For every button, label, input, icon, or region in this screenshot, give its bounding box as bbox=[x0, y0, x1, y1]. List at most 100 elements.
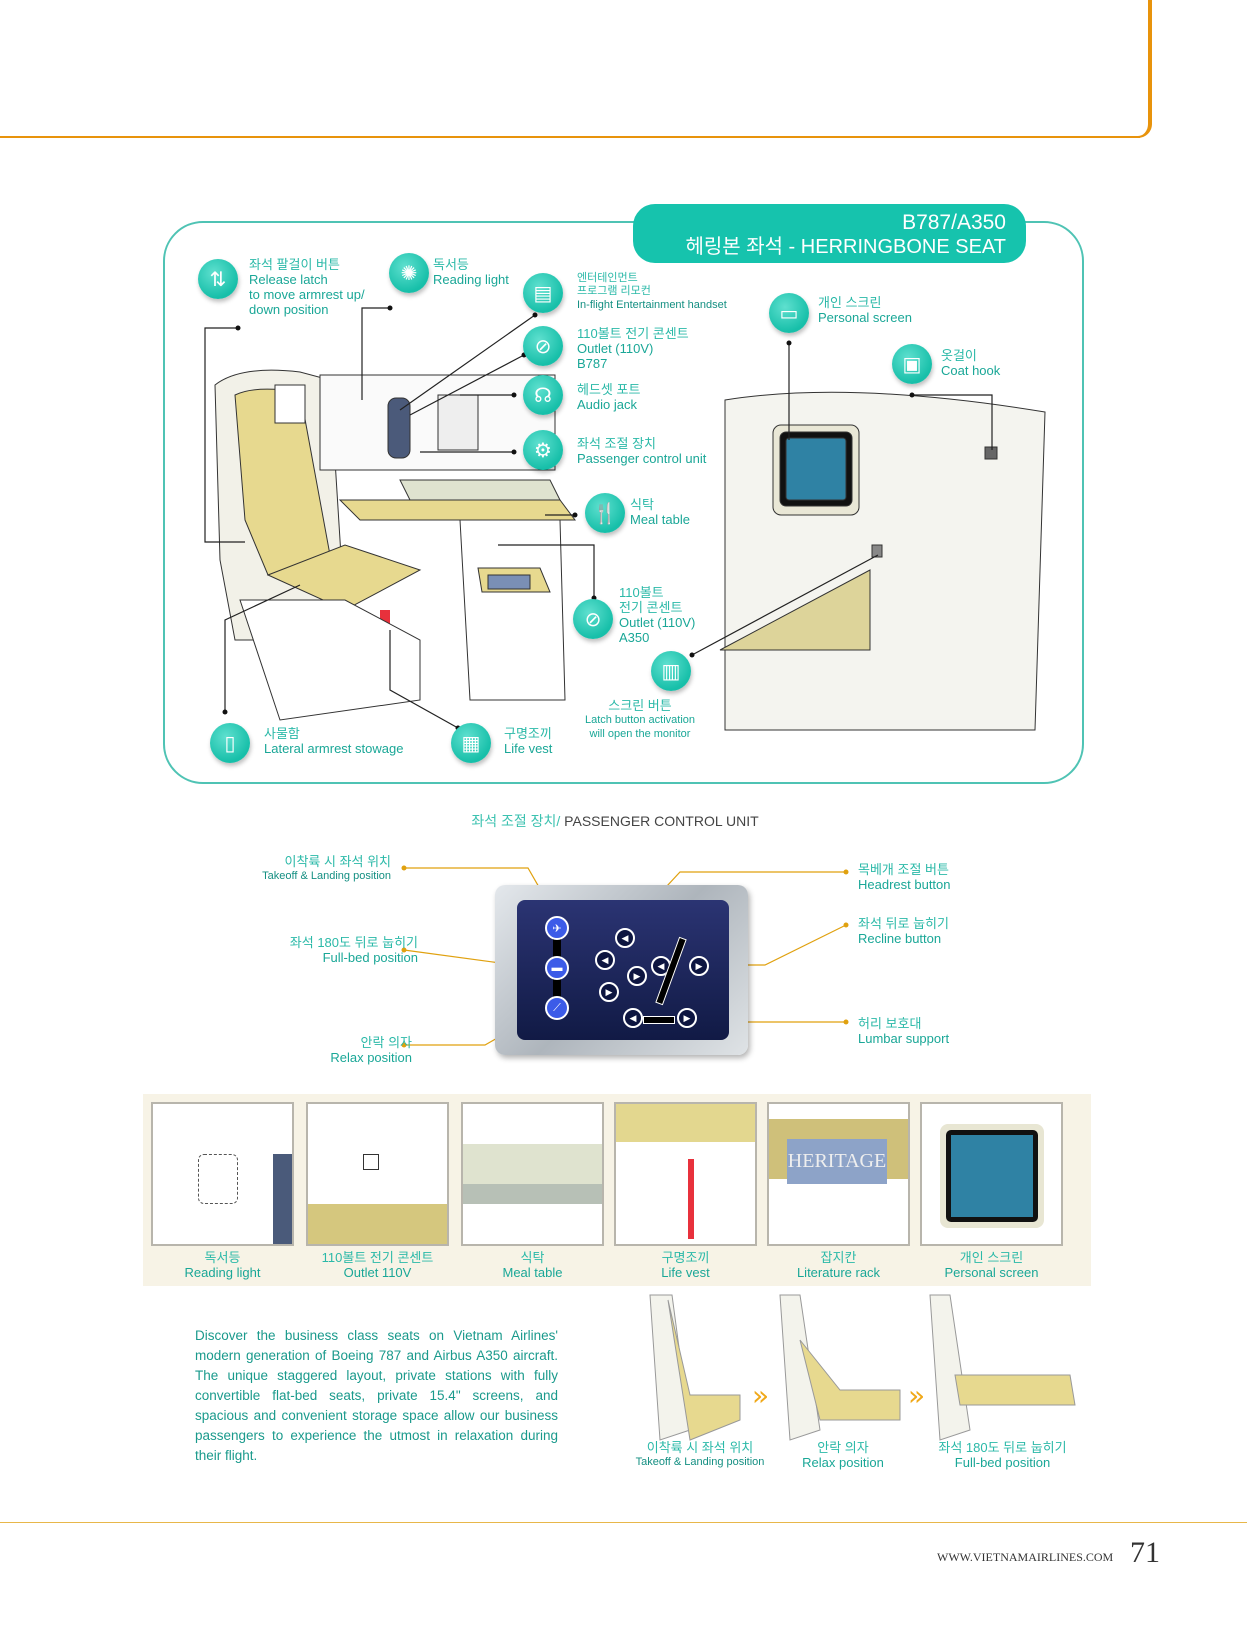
plug-icon: ⊘ bbox=[523, 326, 563, 366]
label-en-3: down position bbox=[249, 302, 329, 317]
thumb-reading-light bbox=[151, 1102, 294, 1246]
label-en: Takeoff & Landing position bbox=[635, 1456, 765, 1468]
clapperboard-icon: ▤ bbox=[523, 273, 563, 313]
recline-forward-button[interactable]: ▶ bbox=[689, 956, 709, 976]
pcu-label-recline: 좌석 뒤로 눕히기 Recline button bbox=[858, 916, 949, 946]
thumb-meal-table bbox=[461, 1102, 604, 1246]
label-en: Outlet 110V bbox=[343, 1265, 412, 1280]
label-en: Headrest button bbox=[858, 877, 951, 892]
label-en: Full-bed position bbox=[322, 950, 418, 965]
plug-icon: ⊘ bbox=[573, 599, 613, 639]
lumbar-left-button[interactable]: ◀ bbox=[623, 1008, 643, 1028]
label-en: Full-bed position bbox=[954, 1455, 1051, 1470]
label-kr: 사물함 bbox=[264, 726, 300, 741]
label-kr: 개인 스크린 bbox=[959, 1250, 1024, 1265]
label-kr: 110볼트 bbox=[619, 585, 664, 600]
pcu-title-kr: 좌석 조절 장치/ bbox=[471, 813, 561, 829]
description-paragraph: Discover the business class seats on Vie… bbox=[195, 1328, 558, 1463]
label-kr-2: 프로그램 리모컨 bbox=[577, 285, 651, 297]
svg-text:»: » bbox=[752, 1379, 769, 1412]
callout-outlet-b787: 110볼트 전기 콘센트 Outlet (110V) B787 bbox=[577, 326, 689, 371]
callout-stowage: 사물함 Lateral armrest stowage bbox=[264, 726, 403, 756]
label-kr-2: 전기 콘센트 bbox=[619, 600, 683, 615]
callout-release-latch: 좌석 팔걸이 버튼 Release latch to move armrest … bbox=[249, 257, 365, 317]
label-en: Personal screen bbox=[944, 1265, 1039, 1280]
latch-button-icon: ▥ bbox=[651, 651, 691, 691]
thumb-personal-screen bbox=[920, 1102, 1063, 1246]
top-rule bbox=[0, 136, 1140, 138]
headrest-right-button[interactable]: ▶ bbox=[627, 966, 647, 986]
label-kr: 안락 의자 bbox=[817, 1440, 869, 1455]
label-en: Audio jack bbox=[577, 397, 637, 412]
headrest-up-button[interactable]: ◀ bbox=[615, 928, 635, 948]
callout-reading-light: 독서등 Reading light bbox=[433, 257, 509, 287]
label-kr: 이착륙 시 좌석 위치 bbox=[284, 854, 391, 869]
label-kr: 구명조끼 bbox=[661, 1250, 710, 1265]
label-kr: 좌석 뒤로 눕히기 bbox=[858, 916, 949, 931]
label-kr: 개인 스크린 bbox=[818, 295, 882, 310]
life-vest-icon: ▦ bbox=[451, 723, 491, 763]
arrows-updown-icon: ⇅ bbox=[198, 259, 238, 299]
takeoff-position-button[interactable]: ✈ bbox=[545, 916, 569, 940]
label-kr: 잡지칸 bbox=[820, 1250, 857, 1265]
lumbar-right-button[interactable]: ▶ bbox=[677, 1008, 697, 1028]
headphones-icon: ☊ bbox=[523, 375, 563, 415]
footer-rule bbox=[0, 1522, 1247, 1523]
callout-life-vest: 구명조끼 Life vest bbox=[504, 726, 552, 756]
label-en: Meal table bbox=[502, 1265, 563, 1280]
hook-icon: ▣ bbox=[892, 344, 932, 384]
label-kr: 구명조끼 bbox=[504, 726, 552, 741]
passenger-control-unit: ✈ ▬ ⟋ ◀ ◀ ▶ ▶ ◀ ▶ ◀ ▶ bbox=[495, 885, 748, 1055]
label-kr: 식탁 bbox=[630, 497, 654, 512]
pcu-label-headrest: 목베개 조절 버튼 Headrest button bbox=[858, 862, 951, 892]
label-kr: 목베개 조절 버튼 bbox=[858, 862, 949, 877]
label-en: Reading light bbox=[433, 272, 509, 287]
label-en: Meal table bbox=[630, 512, 690, 527]
label-en-2: will open the monitor bbox=[589, 728, 691, 740]
pcu-label-lumbar: 허리 보호대 Lumbar support bbox=[858, 1016, 949, 1046]
label-kr: 독서등 bbox=[204, 1250, 241, 1265]
relax-position-button[interactable]: ⟋ bbox=[545, 996, 569, 1020]
label-en-2: to move armrest up/ bbox=[249, 287, 365, 302]
title-kr: 헤링본 좌석 bbox=[685, 236, 783, 258]
label-kr: 좌석 180도 뒤로 눕히기 bbox=[938, 1440, 1067, 1455]
label-kr: 옷걸이 bbox=[941, 348, 977, 363]
callout-pcu: 좌석 조절 장치 Passenger control unit bbox=[577, 436, 706, 466]
label-model: B787 bbox=[577, 356, 608, 371]
thumb-life-vest bbox=[614, 1102, 757, 1246]
callout-screen-button: 스크린 버튼 Latch button activation will open… bbox=[570, 698, 710, 741]
label-kr: 110볼트 전기 콘센트 bbox=[577, 326, 689, 341]
headrest-down-button[interactable]: ▶ bbox=[599, 982, 619, 1002]
label-kr: 독서등 bbox=[433, 257, 469, 272]
label-en: Outlet (110V) bbox=[619, 615, 696, 630]
label-en: Lateral armrest stowage bbox=[264, 741, 404, 756]
label-en: Outlet (110V) bbox=[577, 341, 654, 356]
fullbed-position-button[interactable]: ▬ bbox=[545, 956, 569, 980]
stowage-icon: ▯ bbox=[210, 723, 250, 763]
pcu-label-takeoff: 이착륙 시 좌석 위치 Takeoff & Landing position bbox=[200, 854, 391, 884]
label-en: Reading light bbox=[184, 1265, 261, 1280]
callout-outlet-a350: 110볼트 전기 콘센트 Outlet (110V) A350 bbox=[619, 585, 695, 645]
lightbulb-icon: ✺ bbox=[389, 253, 429, 293]
gear-icon: ⚙ bbox=[523, 430, 563, 470]
label-en: Personal screen bbox=[818, 310, 912, 325]
title-sep: - bbox=[783, 236, 801, 258]
label-en: Lumbar support bbox=[858, 1031, 950, 1046]
label-en: Latch button activation bbox=[584, 714, 696, 726]
label-kr: 헤드셋 포트 bbox=[577, 382, 641, 397]
label-kr: 좌석 팔걸이 버튼 bbox=[249, 257, 340, 272]
headrest-left-button[interactable]: ◀ bbox=[595, 950, 615, 970]
callout-ife-handset: 엔터테인먼트 프로그램 리모컨 In-flight Entertainment … bbox=[577, 272, 727, 313]
label-en: Coat hook bbox=[941, 363, 1001, 378]
top-rule-corner bbox=[1130, 0, 1152, 138]
label-en: Passenger control unit bbox=[577, 451, 707, 466]
footer-url: WWW.VIETNAMAIRLINES.COM bbox=[937, 1550, 1114, 1564]
